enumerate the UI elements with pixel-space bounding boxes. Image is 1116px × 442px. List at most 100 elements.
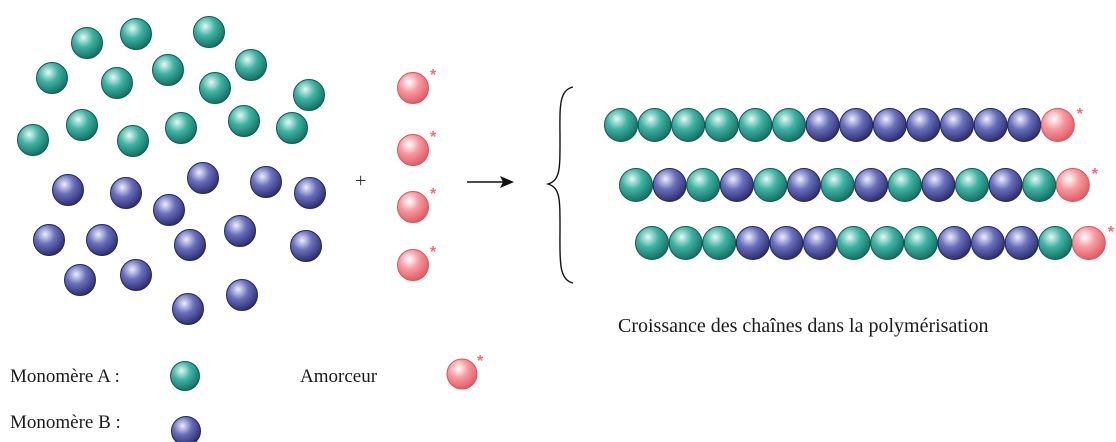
legend-monomer-b-label: Monomère B : bbox=[10, 412, 121, 433]
monomer-b-sphere bbox=[33, 224, 65, 256]
monomer-a-sphere bbox=[152, 54, 184, 86]
monomer-a-sphere bbox=[120, 18, 152, 50]
legend-initiator-icon: * bbox=[446, 353, 484, 390]
monomer-b-sphere bbox=[937, 226, 972, 260]
monomer-a-sphere bbox=[66, 109, 98, 141]
monomer-a-sphere bbox=[635, 226, 669, 260]
monomer-b-sphere bbox=[1007, 108, 1042, 142]
initiator-star: * bbox=[430, 244, 437, 261]
monomer-b-sphere bbox=[294, 177, 326, 209]
monomer-b-pool bbox=[33, 162, 326, 325]
monomer-b-sphere bbox=[988, 168, 1023, 202]
initiator-sphere bbox=[1071, 226, 1106, 260]
monomer-a-sphere bbox=[671, 108, 706, 142]
monomer-b-sphere bbox=[290, 230, 322, 262]
monomer-b-sphere bbox=[1004, 226, 1039, 260]
monomer-a-sphere bbox=[702, 226, 737, 260]
monomer-a-sphere bbox=[101, 67, 133, 99]
monomer-a-sphere bbox=[276, 112, 308, 144]
polymer-chain: * bbox=[604, 106, 1084, 142]
legend-monomer-b-icon bbox=[171, 416, 201, 442]
chain-growth-caption: Croissance des chaînes dans la polyméris… bbox=[618, 315, 988, 337]
monomer-a-sphere bbox=[117, 125, 149, 157]
initiator-star: * bbox=[477, 353, 484, 370]
monomer-a-sphere bbox=[820, 168, 855, 202]
polymer-chain: * bbox=[635, 224, 1115, 260]
monomer-b-sphere bbox=[971, 226, 1005, 260]
initiator-sphere bbox=[1040, 108, 1075, 142]
left-curly-brace bbox=[545, 86, 574, 284]
monomer-a-sphere bbox=[668, 226, 703, 260]
monomer-b-sphere bbox=[803, 226, 837, 260]
right-arrow-icon bbox=[467, 176, 514, 188]
monomer-a-sphere bbox=[887, 168, 922, 202]
initiator-sphere bbox=[446, 358, 478, 390]
initiator-column: **** bbox=[397, 67, 437, 281]
monomer-a-sphere bbox=[686, 168, 721, 202]
monomer-b-sphere bbox=[64, 264, 96, 296]
monomer-b-sphere bbox=[187, 162, 219, 194]
monomer-b-sphere bbox=[940, 108, 974, 142]
initiator-sphere bbox=[397, 249, 429, 281]
monomer-a-sphere bbox=[199, 72, 231, 104]
monomer-b-sphere bbox=[872, 108, 907, 142]
initiator-star: * bbox=[1092, 166, 1099, 183]
monomer-a-sphere bbox=[17, 124, 49, 156]
monomer-a-sphere bbox=[193, 16, 225, 48]
monomer-b-sphere bbox=[787, 168, 821, 202]
initiator-sphere bbox=[397, 134, 429, 166]
initiator-sphere bbox=[397, 191, 429, 223]
initiator-star: * bbox=[430, 186, 437, 203]
legend-monomer-a-label: Monomère A : bbox=[10, 366, 120, 387]
initiator-star: * bbox=[1077, 106, 1084, 123]
polymer-chains: * * * bbox=[604, 106, 1115, 260]
monomer-a-sphere bbox=[637, 108, 672, 142]
initiator-sphere bbox=[1055, 168, 1090, 202]
monomer-a-sphere bbox=[293, 79, 325, 111]
monomer-a-sphere bbox=[753, 168, 788, 202]
monomer-a-sphere bbox=[235, 49, 267, 81]
monomer-b-sphere bbox=[719, 168, 754, 202]
monomer-b-sphere bbox=[250, 166, 282, 198]
monomer-a-sphere bbox=[704, 108, 739, 142]
initiator-star: * bbox=[1108, 224, 1115, 241]
monomer-b-sphere bbox=[973, 108, 1008, 142]
monomer-a-sphere bbox=[228, 105, 260, 137]
monomer-b-sphere bbox=[120, 259, 152, 291]
monomer-a-sphere bbox=[1038, 226, 1073, 260]
monomer-a-sphere bbox=[955, 168, 989, 202]
monomer-a-sphere bbox=[1022, 168, 1057, 202]
monomer-b-sphere bbox=[226, 279, 258, 311]
monomer-a-sphere bbox=[903, 226, 938, 260]
monomer-b-sphere bbox=[110, 177, 142, 209]
monomer-a-sphere bbox=[165, 112, 197, 144]
monomer-b-sphere bbox=[172, 293, 204, 325]
monomer-b-sphere bbox=[224, 215, 256, 247]
monomer-a-sphere bbox=[604, 108, 638, 142]
monomer-a-sphere bbox=[71, 27, 103, 59]
plus-sign: + bbox=[355, 170, 366, 192]
monomer-b-sphere bbox=[171, 416, 201, 442]
monomer-a-sphere bbox=[36, 62, 68, 94]
monomer-b-sphere bbox=[86, 224, 118, 256]
initiator-star: * bbox=[430, 129, 437, 146]
monomer-a-pool bbox=[17, 16, 325, 157]
monomer-b-sphere bbox=[839, 108, 874, 142]
legend-monomer-a-icon bbox=[170, 361, 200, 391]
monomer-a-sphere bbox=[772, 108, 806, 142]
monomer-a-sphere bbox=[738, 108, 773, 142]
monomer-b-sphere bbox=[652, 168, 687, 202]
legend-initiator-label: Amorceur bbox=[300, 366, 378, 387]
monomer-b-sphere bbox=[906, 108, 941, 142]
monomer-b-sphere bbox=[921, 168, 956, 202]
monomer-a-sphere bbox=[170, 361, 200, 391]
monomer-b-sphere bbox=[153, 194, 185, 226]
monomer-a-sphere bbox=[836, 226, 871, 260]
monomer-b-sphere bbox=[174, 229, 206, 261]
monomer-b-sphere bbox=[769, 226, 804, 260]
polymer-chain: * bbox=[619, 166, 1099, 202]
monomer-b-sphere bbox=[805, 108, 840, 142]
monomer-b-sphere bbox=[854, 168, 889, 202]
monomer-b-sphere bbox=[52, 174, 84, 206]
